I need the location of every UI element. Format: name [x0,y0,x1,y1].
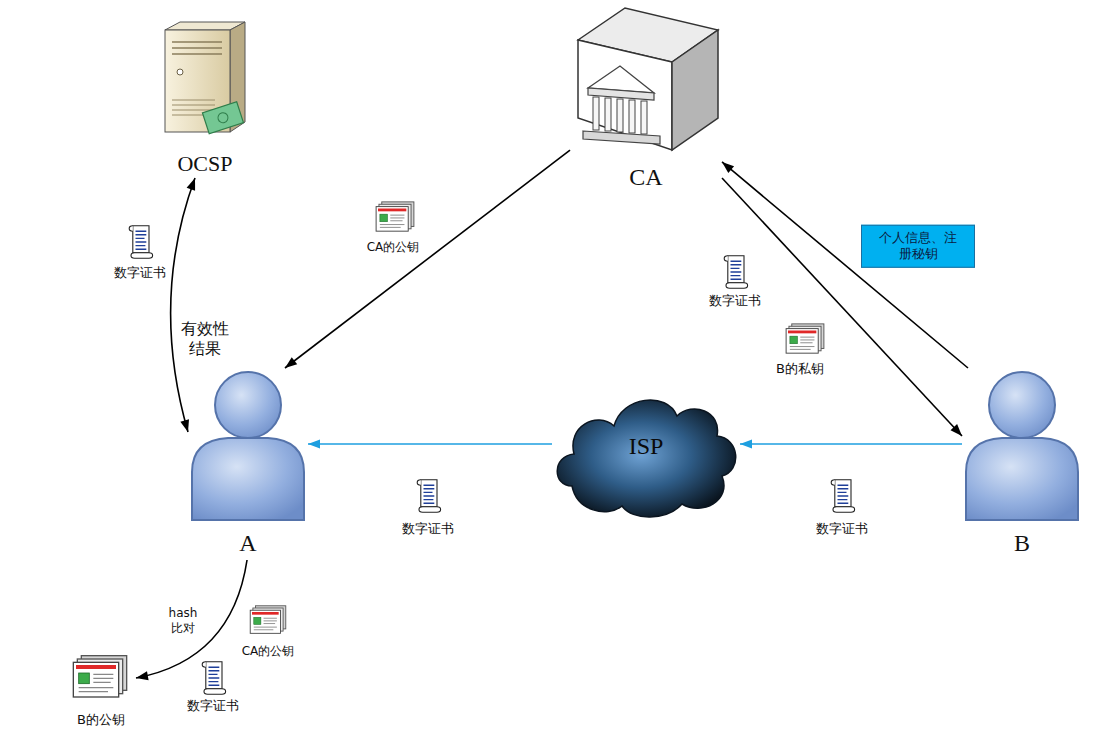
certificate-icon [417,480,440,512]
ocsp-server: OCSP [160,20,250,178]
node-label: ISP [629,433,664,461]
node-label: B [1014,530,1030,558]
connector-line [308,443,552,445]
annotation-label: 数字证书 [114,265,166,281]
server-icon [165,22,245,134]
annotation-label: 数字证书 [187,698,239,714]
arrow-head [951,424,962,436]
connector [285,150,570,368]
connector-line [285,150,570,368]
node-label: B的公钥 [77,713,125,728]
ca-building-icon [578,8,718,150]
cloud-outline [557,400,735,517]
node-label: CA [629,164,662,192]
arrow-head [180,419,189,432]
edge-label: 数字证书 [709,293,761,309]
arrow-head [187,178,195,191]
connector [740,439,962,448]
key-icon [376,202,414,231]
node-label: A [239,530,256,558]
arrow-head [722,162,734,173]
annotation-label: B的私钥 [776,361,824,377]
certificate-icon [831,480,854,512]
ca-server: CA [570,2,722,194]
edge-label: 有效性 结果 [179,319,231,359]
edge-label: hash 比对 [165,606,201,636]
key-icon [786,324,824,353]
arrow-head [308,440,320,449]
edge-label: 数字证书 [402,521,454,537]
certificate-icon [202,662,225,694]
key-icon [73,656,126,697]
isp-cloud: ISP [552,376,740,520]
connector-line [171,178,195,432]
key-icon [250,606,286,634]
certificate-icon [129,226,152,258]
person-icon [192,372,304,520]
edge-label: 数字证书 [816,521,868,537]
connector [171,178,195,432]
person-icon [966,372,1078,520]
arrow-head [740,439,752,448]
connector-line [740,443,962,445]
node-label: OCSP [177,151,232,176]
arrow-head [285,357,297,368]
edge-label: CA的公钥 [367,240,420,255]
connector-line [136,560,247,678]
connector [136,560,247,680]
user-a: A [188,368,308,560]
public-key-b: B的公钥 [66,652,136,730]
certificate-icon [724,256,747,288]
annotation-label: CA的公钥 [242,644,295,659]
connector [308,440,552,449]
annotation-box: 个人信息、注册秘钥 [861,225,975,268]
arrow-head [136,671,149,680]
user-b: B [962,368,1082,560]
